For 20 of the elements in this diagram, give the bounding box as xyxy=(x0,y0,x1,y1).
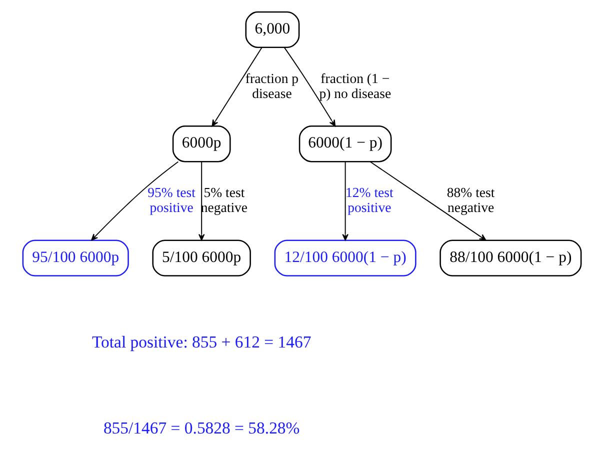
node-box: 5/100 6000p xyxy=(152,240,250,276)
arrow xyxy=(342,161,348,241)
arrow xyxy=(90,161,178,241)
node-box: 6,000 xyxy=(244,11,300,48)
edge-label: 88% test negative xyxy=(446,185,494,215)
node-box: 95/100 6000p xyxy=(22,240,128,276)
node-box: 6000p xyxy=(172,126,230,162)
node-box: 88/100 6000(1 − p) xyxy=(439,240,582,276)
edge-label: 12% test positive xyxy=(345,185,393,215)
node-box: 12/100 6000(1 − p) xyxy=(274,240,416,276)
node-box: 6000(1 − p) xyxy=(298,126,392,162)
label: 855/1467 = 0.5828 = 58.28% xyxy=(102,418,300,438)
label: Total positive: 855 + 612 = 1467 xyxy=(91,332,311,352)
arrow xyxy=(283,46,336,127)
arrow xyxy=(198,161,204,241)
edge-label: fraction p disease xyxy=(244,71,298,101)
arrow xyxy=(369,161,486,241)
edge-label: fraction (1 − p) no disease xyxy=(318,71,391,101)
edge-label: 95% test positive xyxy=(147,185,195,215)
arrow xyxy=(211,47,262,127)
